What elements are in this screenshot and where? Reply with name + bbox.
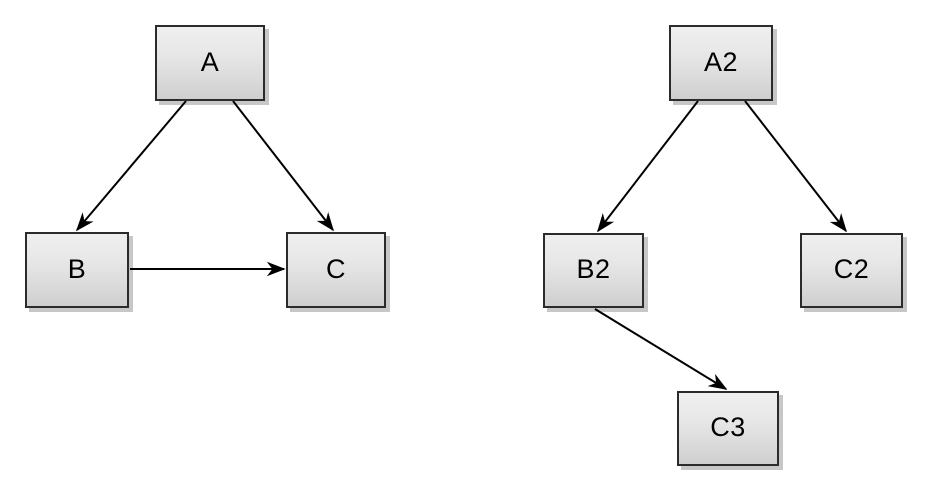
node-b2[interactable]: B2 [543, 233, 644, 308]
node-a[interactable]: A [155, 25, 265, 101]
node-c[interactable]: C [286, 232, 386, 308]
node-label-a2: A2 [703, 46, 739, 77]
node-label-c: C [326, 253, 346, 284]
edge-a2-to-c2 [744, 100, 847, 233]
node-label-b2: B2 [576, 254, 611, 284]
edge-b2-to-c3 [594, 308, 728, 390]
node-c2[interactable]: C2 [800, 233, 903, 308]
node-a2[interactable]: A2 [669, 25, 773, 101]
node-label-a: A [200, 46, 220, 77]
edge-a2-to-b2 [597, 100, 699, 233]
node-label-c3: C3 [710, 412, 746, 442]
node-c3[interactable]: C3 [677, 391, 779, 466]
node-label-b: B [67, 253, 87, 284]
edge-a-to-c [232, 100, 334, 232]
node-label-c2: C2 [833, 254, 870, 284]
node-b[interactable]: B [25, 232, 129, 308]
edge-a-to-b [75, 100, 187, 232]
